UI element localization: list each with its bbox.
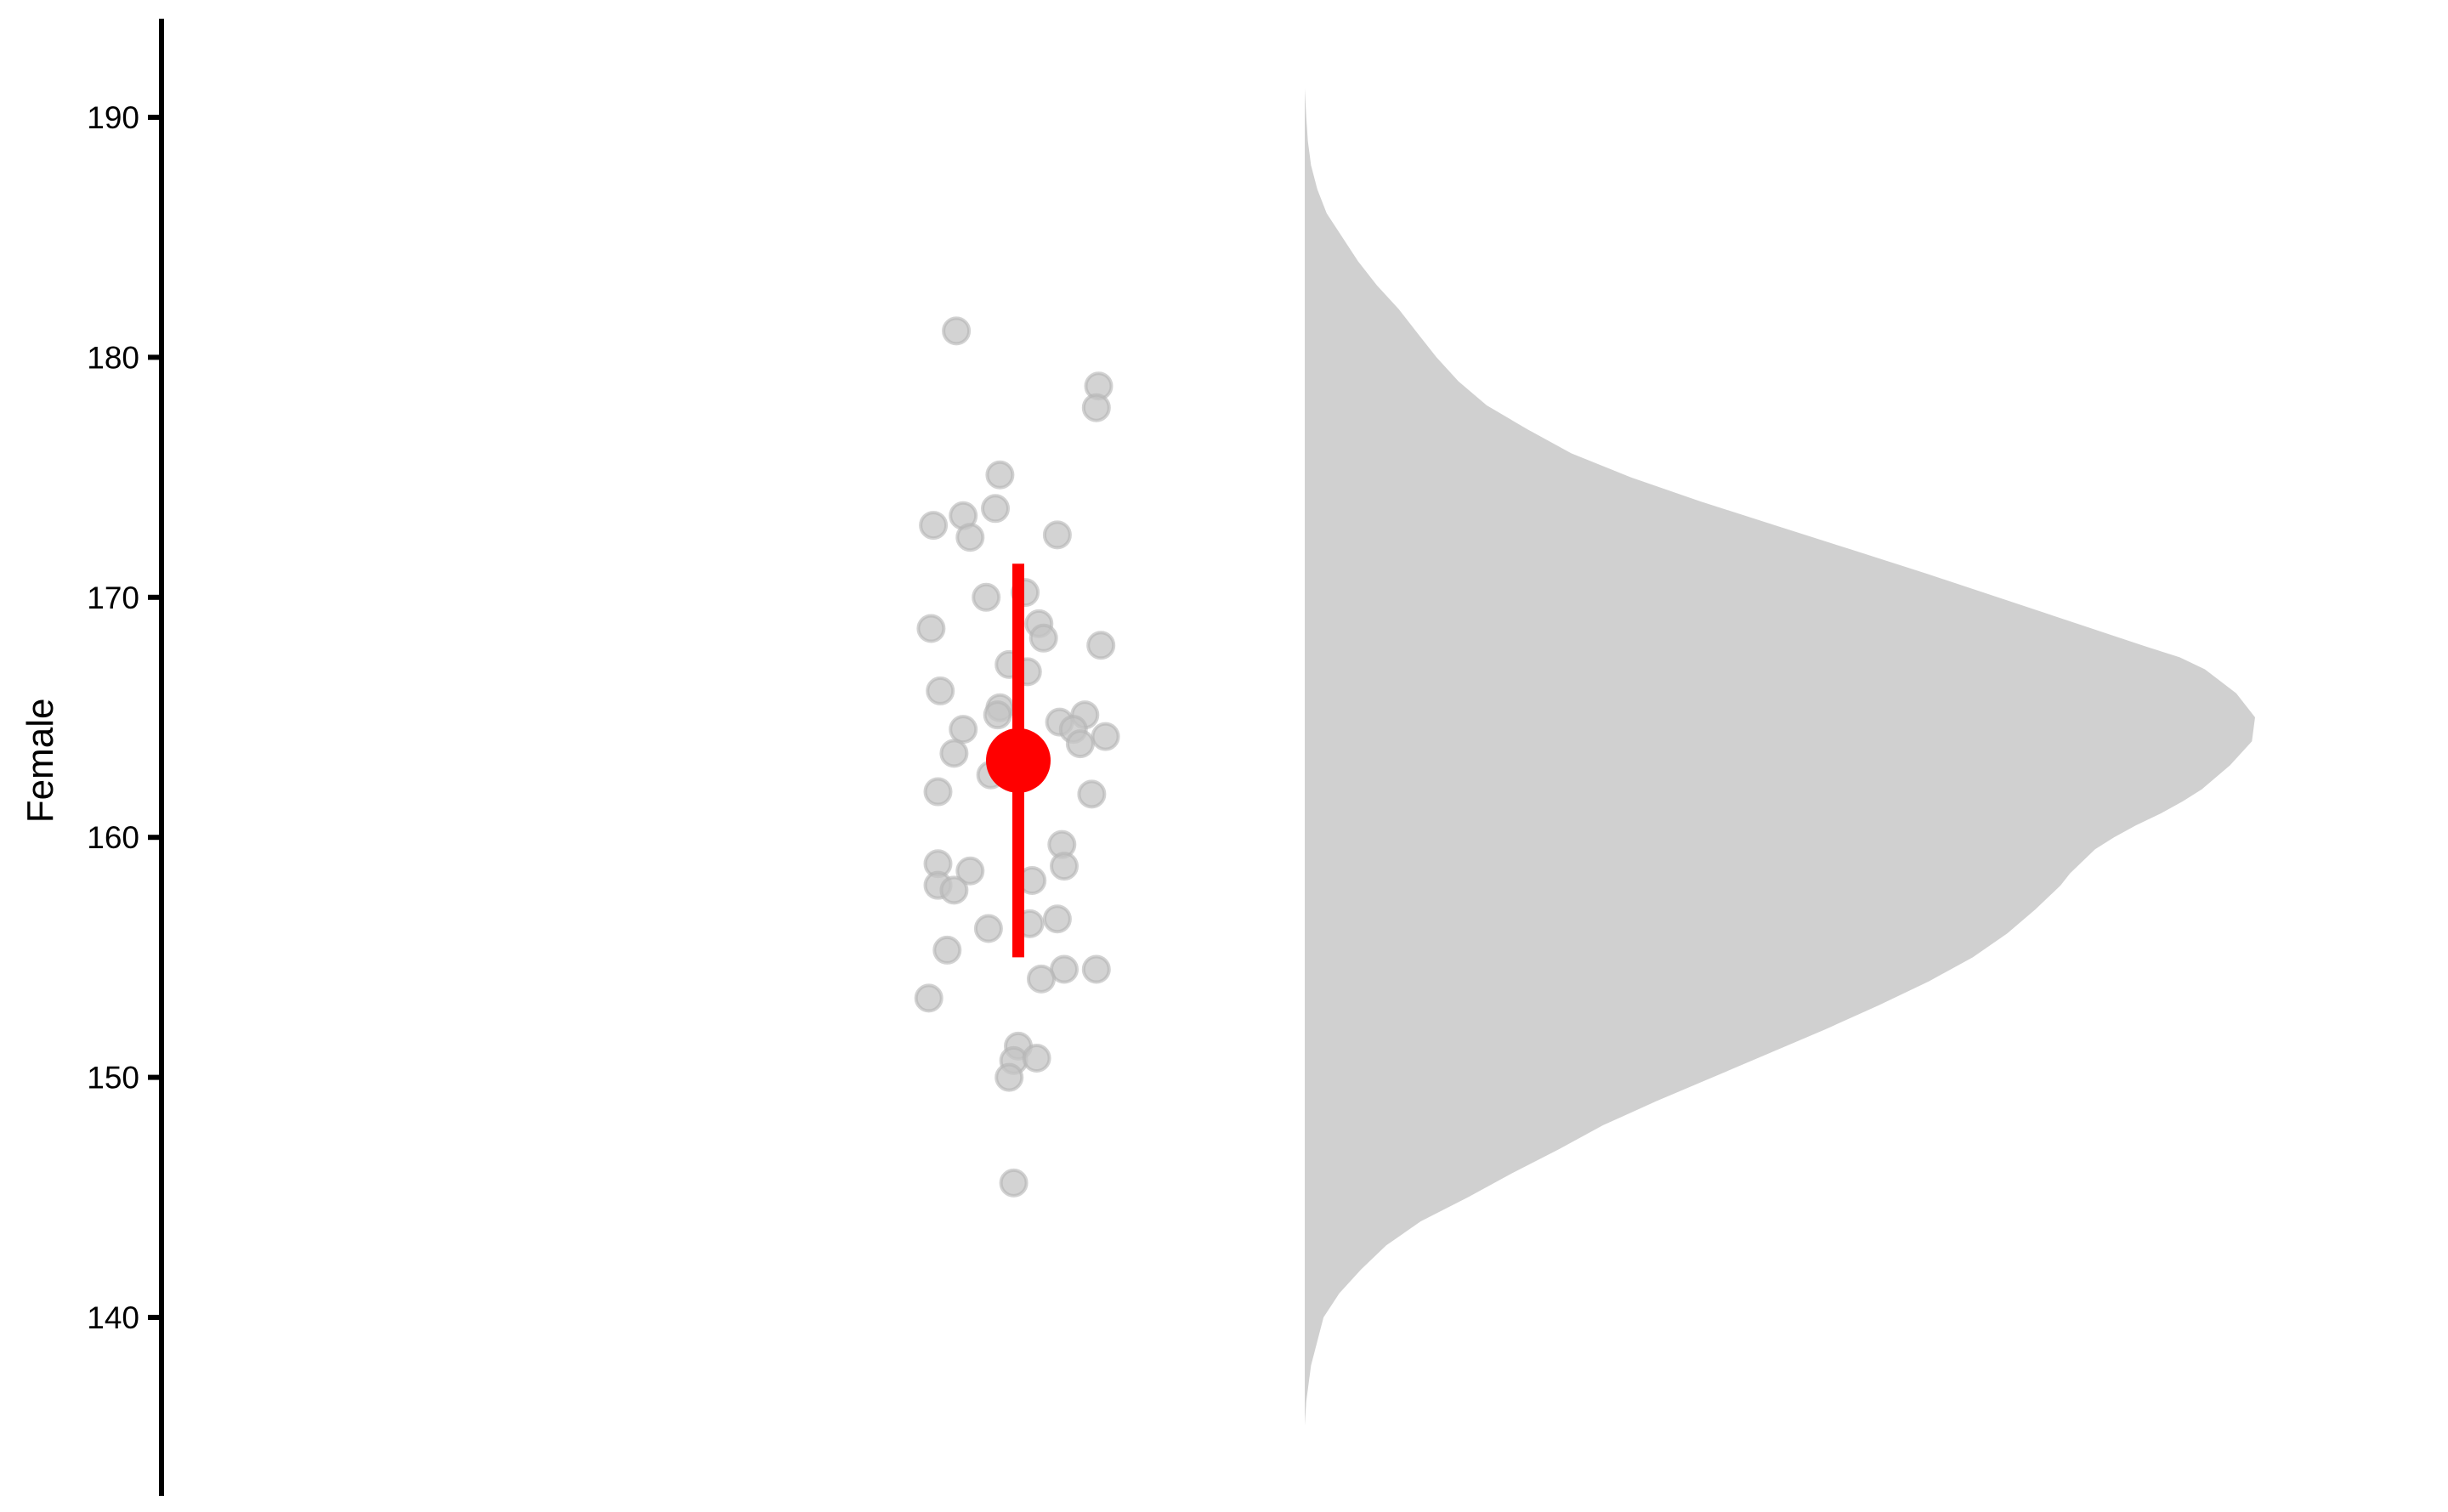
data-point: [973, 914, 1003, 943]
data-point: [1028, 623, 1058, 653]
data-point: [1022, 1044, 1051, 1073]
data-point: [932, 935, 962, 965]
data-point: [914, 983, 944, 1013]
data-point: [926, 676, 955, 705]
density-area: [1305, 88, 2255, 1426]
y-tick-label: 170: [87, 580, 139, 615]
data-point: [916, 614, 946, 643]
y-tick-label: 180: [87, 340, 139, 375]
data-point: [985, 460, 1015, 490]
data-point: [983, 700, 1012, 730]
y-tick-label: 160: [87, 820, 139, 855]
data-point: [994, 1062, 1024, 1092]
data-point: [999, 1168, 1028, 1198]
data-point: [1027, 964, 1056, 994]
data-point: [939, 739, 969, 768]
y-tick-label: 190: [87, 100, 139, 135]
data-point: [1081, 954, 1111, 984]
data-point: [1086, 631, 1116, 660]
points-layer: [914, 316, 1120, 1198]
data-point: [939, 875, 969, 905]
data-point: [1091, 722, 1120, 751]
data-point: [1065, 729, 1095, 759]
data-point: [955, 856, 985, 886]
data-point: [1081, 393, 1111, 422]
data-point: [923, 777, 953, 807]
mean-point: [986, 728, 1051, 793]
y-axis-title: Female: [20, 698, 61, 823]
data-point: [981, 494, 1010, 524]
density-layer: [1305, 88, 2255, 1426]
y-tick-label: 150: [87, 1061, 139, 1096]
y-tick-label: 140: [87, 1300, 139, 1335]
data-point: [1050, 852, 1079, 881]
data-point: [1042, 520, 1072, 550]
data-point: [949, 715, 978, 745]
y-axis: 140 150 160 170 180 190: [87, 19, 164, 1496]
data-point: [1077, 779, 1107, 809]
data-point: [1042, 904, 1072, 934]
data-point: [955, 523, 985, 552]
data-point: [972, 582, 1001, 612]
data-point: [942, 316, 972, 346]
data-point: [919, 511, 949, 541]
summary-layer: [986, 563, 1051, 958]
